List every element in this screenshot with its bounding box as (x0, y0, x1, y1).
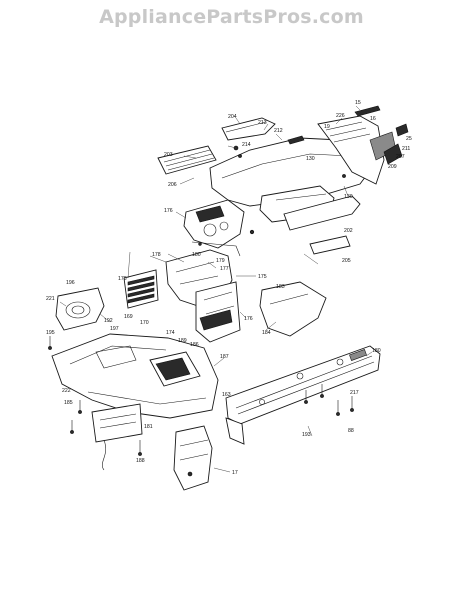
callout-17: 17 (232, 470, 238, 476)
fender-lower-mounts (91, 403, 143, 471)
callout-178a: 178 (152, 252, 161, 258)
hood-lower-panel (283, 195, 361, 255)
dash-console (183, 199, 245, 257)
callout-217: 217 (350, 390, 359, 396)
callout-196: 196 (66, 280, 75, 286)
callout-187: 187 (220, 354, 229, 360)
seat-pan-bracket (55, 287, 105, 331)
hardware-bolts (48, 336, 354, 456)
callout-176a: 176 (164, 208, 173, 214)
callout-213: 213 (258, 120, 267, 126)
hood-top-panel (221, 117, 276, 141)
callout-195: 195 (46, 330, 55, 336)
callout-19: 19 (324, 124, 330, 130)
callout-226: 226 (336, 113, 345, 119)
callout-203: 203 (164, 152, 173, 158)
callout-193: 193 (302, 432, 311, 438)
callout-221: 221 (46, 296, 55, 302)
callout-labels: 204 213 212 226 15 16 19 214 203 130 207… (46, 100, 412, 476)
callout-169: 169 (124, 314, 133, 320)
callout-211: 211 (402, 146, 410, 152)
fender-body (51, 333, 219, 419)
leader-lines (59, 105, 373, 473)
callout-163: 163 (222, 392, 231, 398)
callout-16: 16 (370, 116, 376, 122)
callout-189: 189 (178, 338, 187, 344)
front-bumper-bracket (173, 425, 213, 491)
callout-176b: 176 (244, 316, 253, 322)
callout-88: 88 (348, 428, 354, 434)
callout-15: 15 (355, 100, 361, 106)
callout-25: 25 (406, 136, 412, 142)
hood-main-body (209, 137, 373, 223)
callout-186: 186 (190, 342, 199, 348)
callout-130b: 130 (344, 194, 353, 200)
chassis-frame-rail (225, 345, 381, 445)
hood-grille-left (157, 145, 217, 175)
callout-205: 205 (342, 258, 351, 264)
battery-heatshield-grille (123, 269, 159, 309)
callout-192: 192 (104, 318, 113, 324)
callout-180b: 180 (372, 348, 381, 354)
callout-181: 181 (144, 424, 153, 430)
steering-support-frame (165, 249, 241, 343)
hood-accent-strips (287, 105, 409, 165)
callout-214: 214 (242, 142, 251, 148)
callout-174: 174 (166, 330, 175, 336)
callout-180a: 180 (192, 252, 201, 258)
callout-209: 209 (388, 164, 397, 170)
callout-202: 202 (344, 228, 353, 234)
callout-183: 183 (276, 284, 285, 290)
callout-178b: 178 (118, 276, 127, 282)
callout-188: 188 (136, 458, 145, 464)
callout-207: 207 (396, 154, 405, 160)
callout-179: 179 (216, 258, 225, 264)
fuel-tank-cover (259, 281, 327, 337)
callout-184: 184 (262, 330, 271, 336)
callout-204: 204 (228, 114, 237, 120)
callout-185: 185 (64, 400, 73, 406)
hood-side-panel-right (317, 115, 385, 185)
callout-206: 206 (168, 182, 177, 188)
callout-130a: 130 (306, 156, 315, 162)
callout-177: 177 (220, 266, 229, 272)
callout-212: 212 (274, 128, 283, 134)
callout-197: 197 (110, 326, 119, 332)
watermark: AppliancePartsPros.com (99, 6, 364, 28)
callout-175: 175 (258, 274, 267, 280)
callout-222: 222 (62, 388, 71, 394)
callout-170: 170 (140, 320, 149, 326)
